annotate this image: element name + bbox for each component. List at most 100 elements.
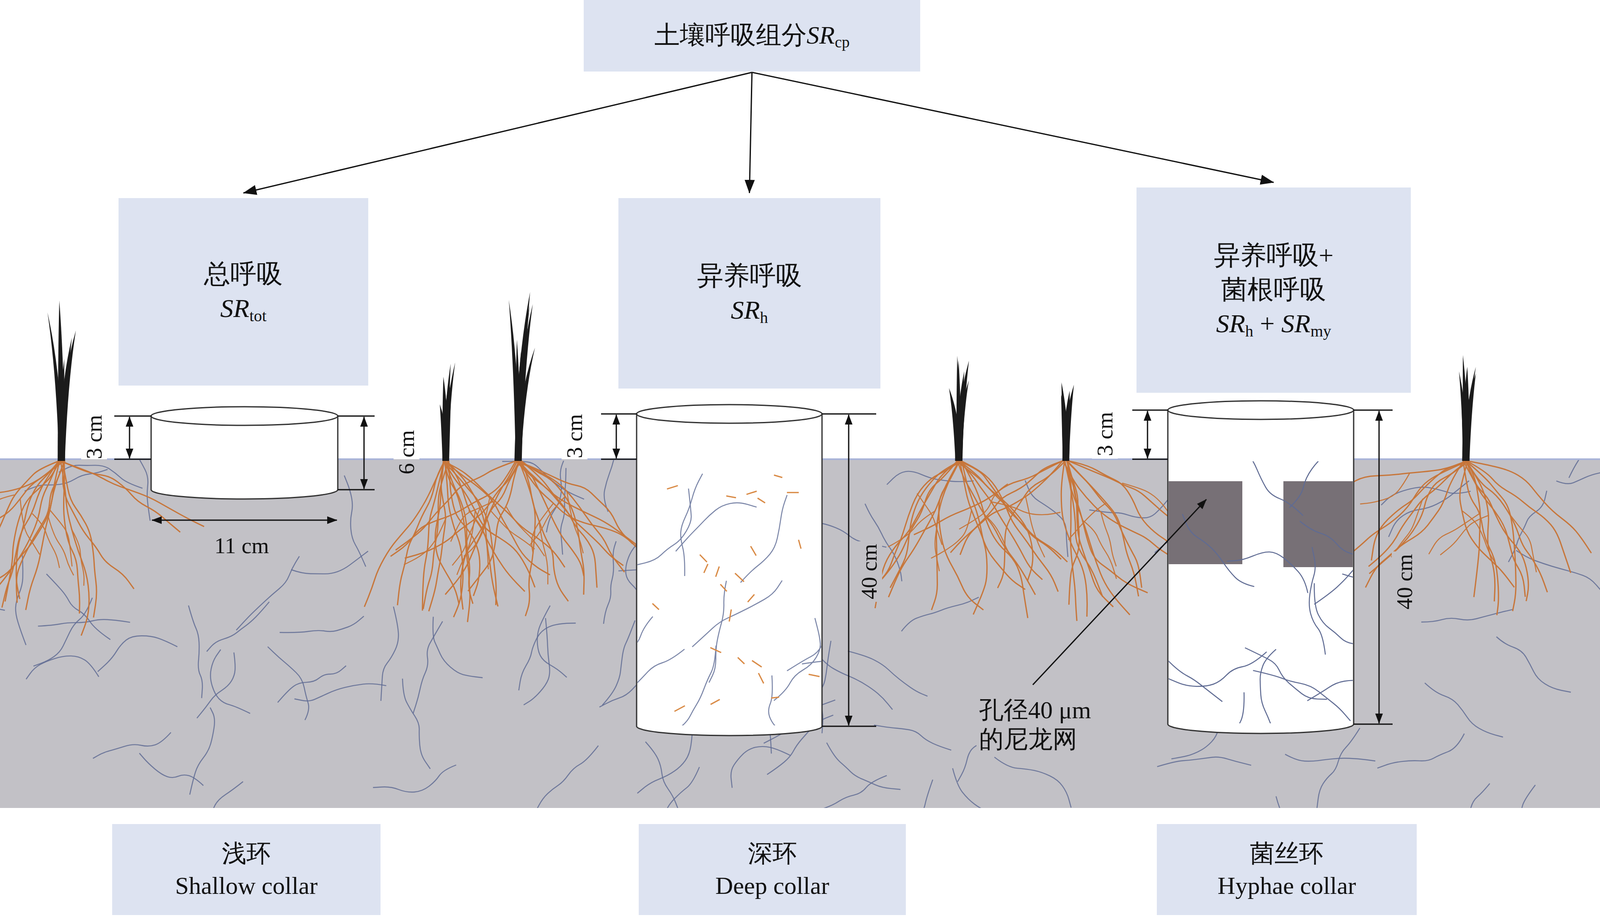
hypha xyxy=(546,460,573,533)
hypha xyxy=(279,616,365,633)
symbol-subscript: h xyxy=(759,308,768,326)
symbol-italic: SR xyxy=(1281,308,1311,338)
dead-root xyxy=(715,566,720,577)
root xyxy=(961,460,987,615)
box-heading: 异养呼吸 xyxy=(697,258,803,293)
root xyxy=(62,460,97,618)
hypha xyxy=(97,635,178,672)
dimension-label: 11 cm xyxy=(212,532,272,559)
dead-root xyxy=(771,697,780,698)
dim-arrow xyxy=(1378,411,1380,724)
root xyxy=(447,460,525,592)
dead-root xyxy=(808,674,820,677)
hypha xyxy=(210,649,251,714)
grass-leaf xyxy=(1459,371,1469,461)
collar-rim xyxy=(636,404,823,424)
dead-root xyxy=(652,603,659,610)
root xyxy=(518,460,536,617)
hypha xyxy=(33,597,93,666)
symbol-italic: SR xyxy=(730,295,760,325)
root xyxy=(2,460,59,608)
hypha xyxy=(534,745,599,809)
root xyxy=(1025,496,1045,558)
hypha xyxy=(847,651,928,697)
root xyxy=(1465,460,1516,612)
dead-root xyxy=(737,657,745,664)
root xyxy=(63,460,80,614)
hypha xyxy=(1421,609,1514,623)
hypha xyxy=(740,495,788,583)
hypha xyxy=(641,766,700,809)
dead-root xyxy=(798,539,802,549)
dimension-label: 40 cm xyxy=(1391,551,1418,612)
grass-leaf xyxy=(1062,400,1069,461)
wrapped-text: 异养呼吸+ 菌根呼吸 xyxy=(1204,238,1344,307)
dead-root xyxy=(699,554,707,563)
hypha xyxy=(874,725,952,751)
root xyxy=(423,460,449,610)
box-text: Deep collar xyxy=(715,869,830,902)
hypha xyxy=(637,488,692,566)
dead-root xyxy=(710,647,722,653)
hypha xyxy=(1377,733,1465,768)
hypha xyxy=(1226,551,1308,594)
dead-root xyxy=(747,594,755,602)
hypha xyxy=(1168,651,1267,687)
hypha xyxy=(675,645,716,726)
hypha xyxy=(1299,521,1353,588)
component-box: 总呼吸SRtot xyxy=(118,198,369,386)
dim-tick xyxy=(601,413,637,415)
dead-root xyxy=(674,705,685,712)
dead-root xyxy=(773,475,783,478)
dim-arrow xyxy=(151,519,337,522)
box-heading: 土壤呼吸组分SRcp xyxy=(654,18,850,53)
hypha xyxy=(1232,461,1304,516)
hypha xyxy=(708,580,727,683)
hypha xyxy=(1168,634,1223,702)
leader-line xyxy=(1032,499,1207,685)
root xyxy=(1428,513,1481,555)
collar-rim xyxy=(1167,400,1354,420)
grass-leaf xyxy=(442,385,449,461)
root xyxy=(1066,460,1143,588)
dimension-label: 3 cm xyxy=(80,412,107,462)
hypha xyxy=(692,580,782,648)
root xyxy=(1463,460,1499,616)
dim-tick xyxy=(114,458,152,461)
symbol-italic: SR xyxy=(806,21,836,50)
hypha xyxy=(1316,728,1360,809)
root xyxy=(60,460,89,636)
hypha xyxy=(236,556,300,631)
shallow-collar xyxy=(151,416,338,500)
box-heading: 异养呼吸+ 菌根呼吸 xyxy=(1204,238,1344,307)
dead-root xyxy=(746,491,757,495)
hypha xyxy=(1556,460,1600,484)
deep-collar xyxy=(636,413,823,736)
hypha xyxy=(680,473,703,577)
dim-arrow xyxy=(129,416,131,459)
hypha xyxy=(1252,670,1351,721)
grass-leaf xyxy=(1061,382,1069,461)
dim-arrow xyxy=(363,416,365,489)
dead-root xyxy=(757,498,766,503)
hypha xyxy=(188,605,203,699)
connector-arrow xyxy=(243,72,753,194)
grass-leaf xyxy=(57,330,76,461)
collar-rim xyxy=(151,406,338,426)
hypha xyxy=(952,768,1026,809)
symbol-subscript: tot xyxy=(249,306,267,325)
root xyxy=(1067,460,1103,597)
root xyxy=(958,460,1043,580)
root xyxy=(1067,460,1139,597)
dim-tick xyxy=(337,415,375,417)
dead-root xyxy=(786,491,799,494)
hypha xyxy=(294,684,387,701)
hypha xyxy=(1424,683,1504,738)
root xyxy=(931,460,960,610)
box-text: Hyphae collar xyxy=(1217,869,1357,902)
hypha xyxy=(1218,692,1245,724)
dim-tick xyxy=(601,458,637,461)
root xyxy=(950,460,1063,553)
hypha xyxy=(773,617,821,701)
